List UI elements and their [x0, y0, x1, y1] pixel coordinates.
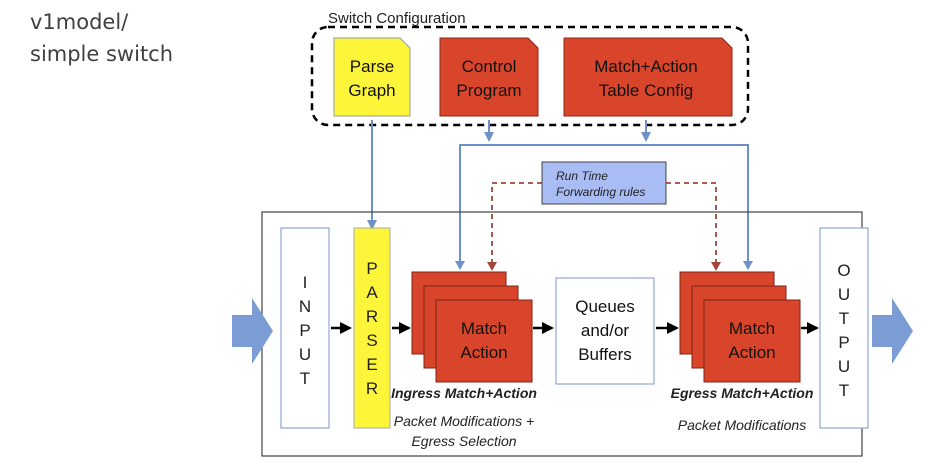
control-program-line1: Control — [462, 57, 517, 76]
ingress-box-line2: Action — [460, 343, 507, 362]
parse-graph-line2: Graph — [348, 81, 395, 100]
runtime-ingress-arrowhead — [487, 262, 497, 271]
output-letter: T — [839, 381, 849, 400]
parser-letter: R — [366, 307, 378, 326]
input-block — [280, 227, 330, 429]
ingress-label: Ingress Match+Action — [391, 385, 537, 401]
parser-letter: P — [366, 259, 377, 278]
ingress-config-arrowhead — [455, 261, 465, 270]
egress-label: Egress Match+Action — [671, 385, 814, 401]
runtime-egress-arrowhead — [711, 262, 721, 271]
queues-line2: and/or — [581, 321, 630, 340]
parser-block — [353, 227, 391, 429]
runtime-to-ingress-line — [491, 182, 542, 268]
switch-config-label: Switch Configuration — [328, 10, 466, 27]
table-config-line2: Table Config — [599, 81, 694, 100]
table-config-box — [563, 37, 733, 117]
input-letter: U — [299, 345, 311, 364]
parser-letters: P A R S E R — [366, 259, 378, 398]
queues-line1: Queues — [575, 297, 635, 316]
parse-graph-box — [333, 37, 411, 117]
output-letters: O U T P U T — [837, 261, 850, 400]
runtime-line2: Forwarding rules — [556, 185, 645, 199]
input-letters: I N P U T — [299, 273, 311, 388]
input-letter: I — [303, 273, 308, 292]
parser-letter: A — [366, 283, 378, 302]
runtime-line1: Run Time — [556, 169, 608, 183]
output-letter: O — [837, 261, 850, 280]
output-block — [819, 227, 869, 429]
egress-note: Packet Modifications — [678, 417, 806, 433]
ingress-stage: Match Action — [411, 271, 533, 383]
input-letter: T — [300, 369, 310, 388]
config-connectors — [367, 120, 749, 268]
ingress-box-line1: Match — [461, 319, 507, 338]
output-letter: T — [839, 309, 849, 328]
ingress-note-line2: Egress Selection — [411, 433, 516, 449]
parse-graph-line1: Parse — [350, 57, 394, 76]
egress-layer-front — [703, 299, 801, 383]
heading-line1: v1model/ — [30, 10, 129, 34]
control-program-box — [439, 37, 539, 117]
table-config-line1: Match+Action — [594, 57, 697, 76]
output-letter: U — [838, 285, 850, 304]
egress-box-line2: Action — [728, 343, 775, 362]
ingress-note-line1: Packet Modifications + — [394, 413, 534, 429]
parser-letter: S — [366, 331, 377, 350]
output-letter: U — [838, 357, 850, 376]
input-arrow-icon — [232, 298, 273, 364]
input-letter: P — [299, 321, 310, 340]
parser-letter: E — [366, 355, 377, 374]
switch-config-border — [310, 25, 750, 127]
runtime-to-egress-line — [666, 182, 717, 268]
egress-stage: Match Action — [679, 271, 801, 383]
output-arrow-icon — [872, 298, 913, 364]
parser-letter: R — [366, 379, 378, 398]
queues-block — [555, 277, 655, 385]
heading-line2: simple switch — [30, 42, 174, 66]
config-distribution-line — [459, 144, 749, 268]
egress-config-arrowhead — [743, 261, 753, 270]
control-program-line2: Program — [456, 81, 521, 100]
diagram-heading: v1model/ simple switch — [30, 6, 173, 70]
ingress-layer-front — [435, 299, 533, 383]
queues-line3: Buffers — [578, 345, 632, 364]
input-letter: N — [299, 297, 311, 316]
output-letter: P — [838, 333, 849, 352]
egress-box-line1: Match — [729, 319, 775, 338]
runtime-connectors — [491, 182, 717, 268]
